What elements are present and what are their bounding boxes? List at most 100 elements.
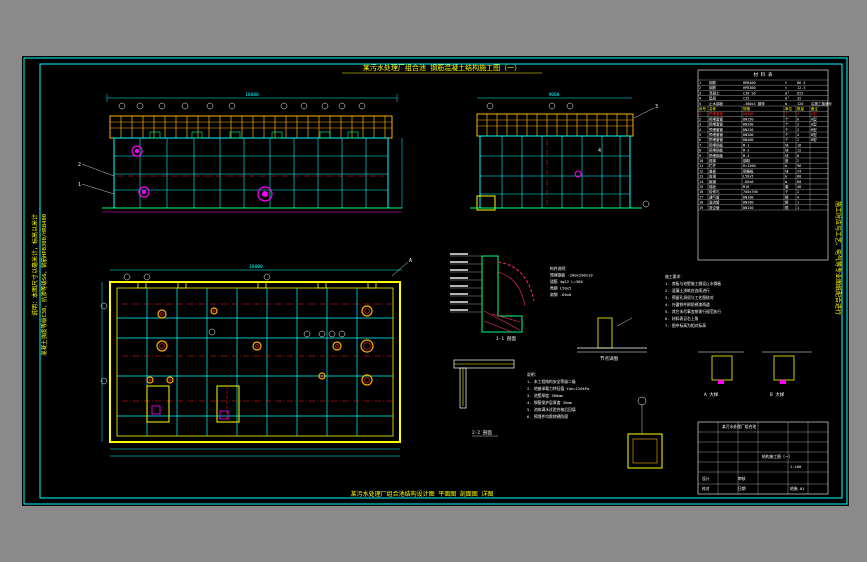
- table-cell: 4: [797, 133, 799, 137]
- table-cell: 2: [797, 128, 799, 132]
- drawing-sheet: 某污水处理厂组合池 钢筋混凝土结构施工图（一） 说明：本图尺寸以毫米计，标高以米…: [22, 56, 849, 506]
- note-line: 扁钢 -60x6: [550, 292, 572, 297]
- table-cell: 1: [699, 112, 701, 116]
- front-overall-dim: 18000: [245, 92, 259, 98]
- table-cell: 86.5: [797, 81, 805, 85]
- note-line: 预埋钢板 -200x200x10: [550, 273, 593, 278]
- side-overall-dim: 9000: [549, 92, 560, 98]
- circle-callout-icon: [206, 102, 214, 110]
- left-note-2: 混凝土强度等级C30，抗渗等级S6，钢筋HPB300/HRB400: [40, 214, 48, 356]
- note-line: 角钢 L50x5: [550, 286, 571, 291]
- table-cell: 垫层: [709, 96, 717, 101]
- note-line: 5. 池体满水试验合格后回填: [527, 407, 576, 412]
- note-line: 构件说明：: [550, 266, 569, 271]
- circle-callout-icon: [143, 273, 151, 281]
- table-cell: 2: [797, 123, 799, 127]
- table-cell: 4: [699, 97, 701, 101]
- table-cell: 700x700: [743, 190, 758, 194]
- title-block-designed: 设计: [702, 476, 710, 481]
- table-cell: A型: [811, 116, 817, 121]
- note-line: 6. 预埋件均需除锈防腐: [527, 414, 568, 419]
- side-label-3: 3: [655, 104, 658, 110]
- table-cell: C15: [743, 97, 749, 101]
- table-cell: 12: [699, 169, 703, 173]
- table-cell: 17: [699, 195, 703, 199]
- table-cell: 10: [699, 159, 703, 163]
- table-cell: 2: [797, 159, 799, 163]
- table-cell: 钢筋: [709, 80, 717, 85]
- note-line: 1. 本工程结构安全等级二级: [527, 379, 576, 384]
- table-cell: 7: [699, 143, 701, 147]
- table-cell: 12: [797, 149, 801, 153]
- circle-callout-icon: [303, 330, 311, 338]
- table-cell: 放空管: [709, 205, 720, 210]
- table-cell: 3: [699, 91, 701, 95]
- table-cell: M-3: [743, 154, 749, 158]
- table-cell: B型: [811, 127, 817, 132]
- table-cell: DN250: [743, 128, 754, 132]
- circle-callout-icon: [136, 102, 144, 110]
- table-cell: 钢格板: [743, 168, 754, 173]
- table-cell: DN200: [743, 201, 754, 205]
- table-cell: 沿施工缝通长: [811, 101, 832, 106]
- table-cell: A型: [811, 122, 817, 127]
- front-label-1: 1: [78, 182, 81, 188]
- table-cell: t: [785, 81, 787, 85]
- table-cell: 32: [797, 97, 801, 101]
- circle-callout-icon: [100, 377, 108, 385]
- circle-callout-icon: [566, 102, 574, 110]
- table-cell: 止水钢板: [709, 101, 723, 106]
- table-cell: 盖板: [709, 168, 717, 173]
- table-cell: 2: [699, 86, 701, 90]
- table-cell: M-1: [743, 143, 749, 147]
- drawing-canvas[interactable]: 某污水处理厂组合池 钢筋混凝土结构施工图（一） 说明：本图尺寸以毫米计，标高以米…: [22, 56, 849, 506]
- table-cell: 扁钢: [709, 179, 717, 184]
- circle-callout-icon: [208, 328, 216, 336]
- table-cell: 预埋钢板: [709, 148, 723, 153]
- detail-1-label: 1-1 剖面: [496, 335, 516, 342]
- table-cell: m: [785, 175, 787, 179]
- note-line: 7. 图中标高为相对标高: [665, 323, 706, 328]
- table-cell: L50x5: [743, 175, 754, 179]
- table-cell: 个: [785, 189, 789, 194]
- front-label-2: 2: [78, 162, 81, 168]
- detail-5-label: B 大样: [770, 391, 785, 398]
- circle-callout-icon: [358, 102, 366, 110]
- note-line: 6. 材料表见右上角: [665, 316, 699, 321]
- outer-frame: [23, 57, 848, 505]
- table-cell: 1: [699, 81, 701, 85]
- table-cell: 预埋套管: [709, 111, 723, 116]
- note-line: 4. 钢筋保护层厚度 35mm: [527, 400, 573, 405]
- table-cell: 规格: [743, 106, 751, 111]
- top-title: 某污水处理厂组合池 钢筋混凝土结构施工图（一）: [363, 63, 521, 72]
- table-cell: 6: [797, 117, 799, 121]
- circle-callout-icon: [263, 273, 271, 281]
- table-cell: 数量: [797, 106, 805, 111]
- note-line: 锚筋 4φ12 L=300: [550, 279, 583, 284]
- table-cell: 块: [785, 148, 789, 153]
- detail-2-label: 2-2 剖面: [472, 429, 492, 436]
- circle-callout-icon: [486, 102, 494, 110]
- note-line: 施工要求：: [665, 274, 684, 279]
- table-cell: DN150: [743, 117, 754, 121]
- table-cell: 120: [797, 102, 803, 106]
- table-cell: M16: [743, 185, 749, 189]
- table-cell: 名称: [709, 106, 717, 111]
- detail-1: 1-1 剖面: [450, 253, 535, 342]
- table-cell: 钢筋: [709, 85, 717, 90]
- table-cell: 4: [699, 128, 701, 132]
- table-cell: H=1200: [743, 164, 756, 168]
- table-cell: 预埋钢板: [709, 142, 723, 147]
- circle-callout-icon: [338, 102, 346, 110]
- table-cell: 座: [785, 158, 789, 163]
- table-cell: 角钢: [709, 174, 717, 179]
- side-elevation: 9000 3 4: [470, 92, 658, 211]
- table-cell: 1: [797, 201, 799, 205]
- circle-callout-icon: [181, 102, 189, 110]
- table-cell: DN300: [743, 133, 754, 137]
- table-cell: 爬梯: [709, 158, 717, 163]
- circle-callout-icon: [548, 102, 556, 110]
- table-cell: m³: [785, 91, 789, 95]
